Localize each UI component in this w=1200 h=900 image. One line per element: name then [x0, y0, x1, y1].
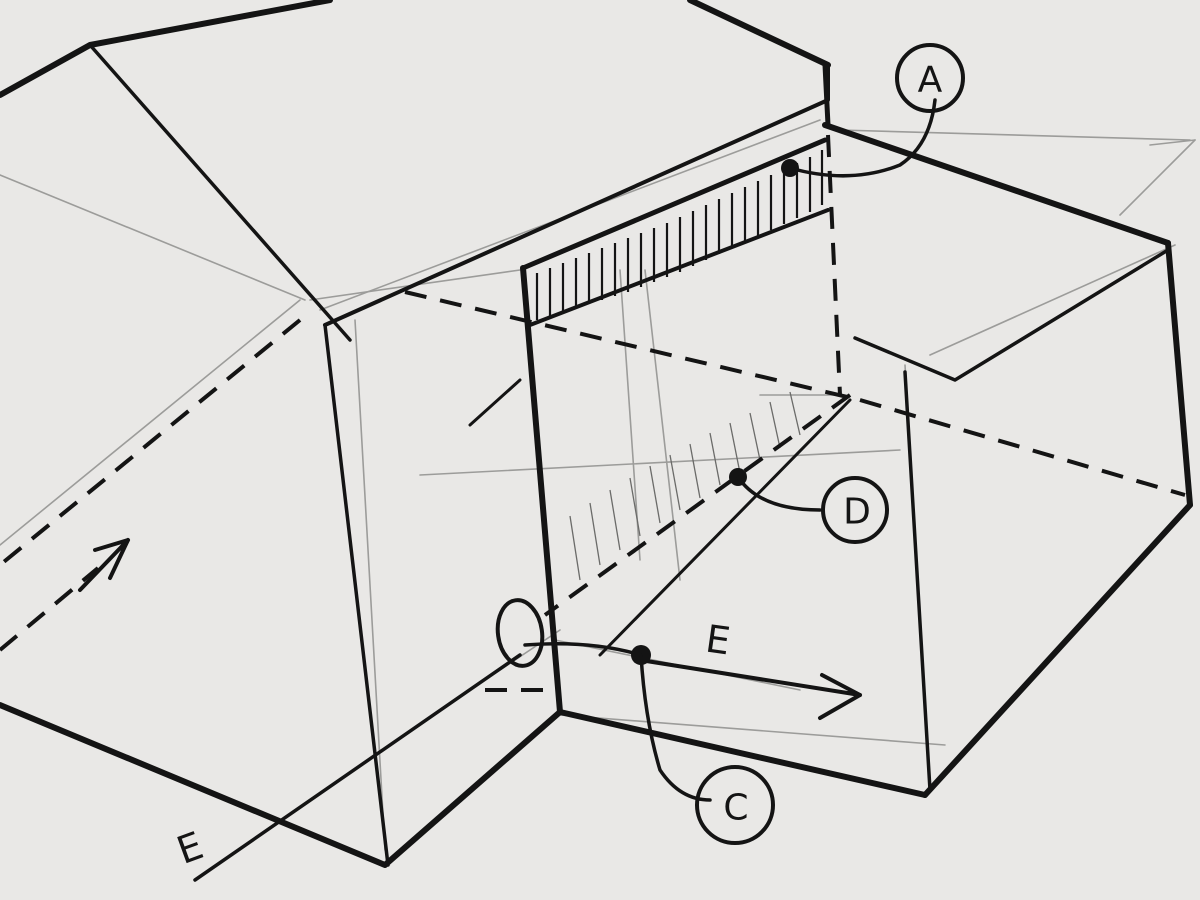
hidden-edges: [0, 134, 1186, 692]
pencil-guides: [0, 119, 1196, 851]
opening-hatching: [569, 391, 801, 581]
box-outlines: [0, 0, 1193, 868]
leader-lines: [495, 98, 937, 802]
callout-a-label: A: [918, 60, 943, 101]
callout-c: C: [695, 765, 775, 845]
lintel-hatching: [535, 150, 824, 320]
callout-c-label: C: [723, 788, 748, 829]
axis-label-e-middle: E: [703, 617, 733, 664]
callout-a: A: [895, 43, 965, 113]
callout-d: D: [821, 476, 889, 544]
callout-d-label: D: [843, 492, 871, 533]
axis-label-e-bottom: E: [171, 823, 209, 873]
direction-arrows: [78, 538, 862, 882]
